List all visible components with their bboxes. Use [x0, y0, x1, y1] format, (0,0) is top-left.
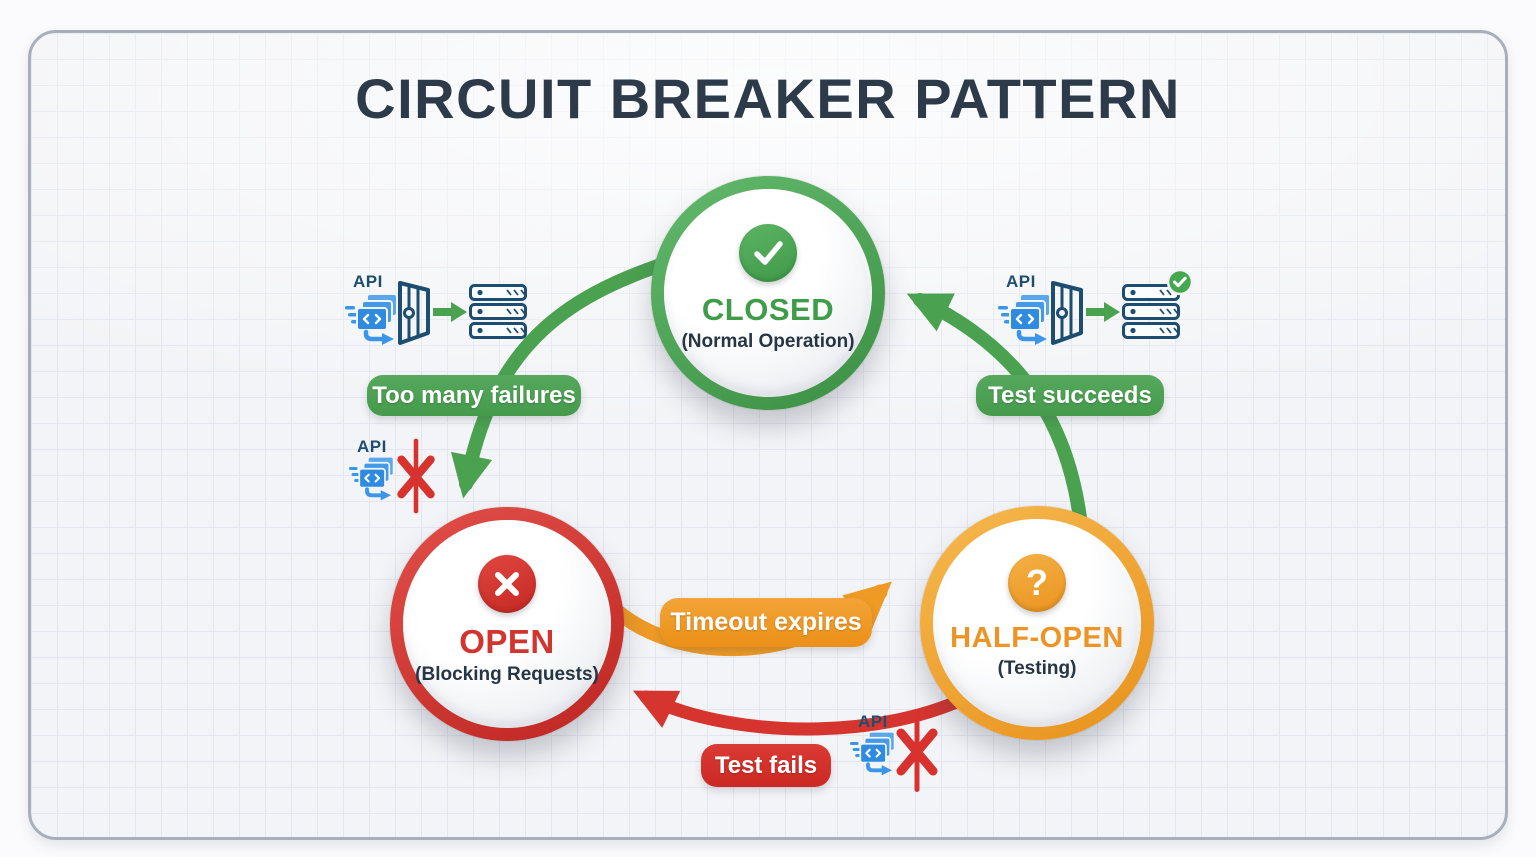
state-closed-face: CLOSED (Normal Operation): [664, 189, 872, 397]
api-flow-normal: API: [345, 272, 535, 352]
server-stack-icon: [469, 284, 527, 339]
state-closed-name: CLOSED: [701, 292, 835, 327]
blocked-x-icon: [397, 438, 435, 514]
page-title: CIRCUIT BREAKER PATTERN: [355, 67, 1181, 130]
transition-label-test-fails: Test fails: [701, 744, 831, 787]
api-label: API: [858, 712, 888, 731]
x-icon: [478, 555, 536, 613]
server-stack-icon: [1122, 284, 1180, 339]
api-label: API: [353, 272, 383, 291]
api-flow-test-success: API: [998, 268, 1198, 352]
arrow-too-many-failures: [450, 253, 683, 499]
state-half-open-face: ? HALF-OPEN (Testing): [933, 519, 1141, 727]
api-flow-blocked: API: [349, 437, 444, 522]
api-label: API: [1006, 272, 1036, 291]
state-closed-subtitle: (Normal Operation): [681, 331, 855, 352]
state-half-open-subtitle: (Testing): [997, 658, 1077, 679]
api-requests-icon: [998, 293, 1051, 345]
state-open-subtitle: (Blocking Requests): [415, 664, 599, 685]
state-half-open: ? HALF-OPEN (Testing): [920, 506, 1154, 740]
api-requests-icon: [345, 293, 398, 345]
question-mark-icon: ?: [1008, 554, 1066, 612]
flow-arrow-icon: [433, 302, 467, 322]
diagram-panel: [28, 30, 1508, 840]
gate-icon: [1051, 281, 1083, 345]
state-half-open-name: HALF-OPEN: [950, 622, 1124, 654]
success-check-badge-icon: [1166, 268, 1194, 296]
arrow-test-fails: [632, 681, 991, 736]
blocked-x-icon: [896, 710, 938, 792]
gate-icon: [398, 281, 430, 345]
state-open-name: OPEN: [459, 623, 555, 660]
state-open-face: OPEN (Blocking Requests): [403, 520, 611, 728]
api-requests-icon: [850, 730, 896, 776]
check-icon: [739, 224, 797, 282]
api-requests-icon: [349, 455, 395, 501]
transition-label-test-succeeds: Test succeeds: [976, 375, 1164, 416]
flow-arrow-icon: [1086, 302, 1120, 322]
state-open: OPEN (Blocking Requests): [390, 507, 624, 741]
transition-label-timeout-expires: Timeout expires: [660, 598, 872, 647]
transition-label-too-many-failures: Too many failures: [367, 375, 581, 416]
api-label: API: [357, 437, 387, 456]
state-closed: CLOSED (Normal Operation): [651, 176, 885, 410]
api-flow-test-fail: API: [850, 710, 945, 797]
